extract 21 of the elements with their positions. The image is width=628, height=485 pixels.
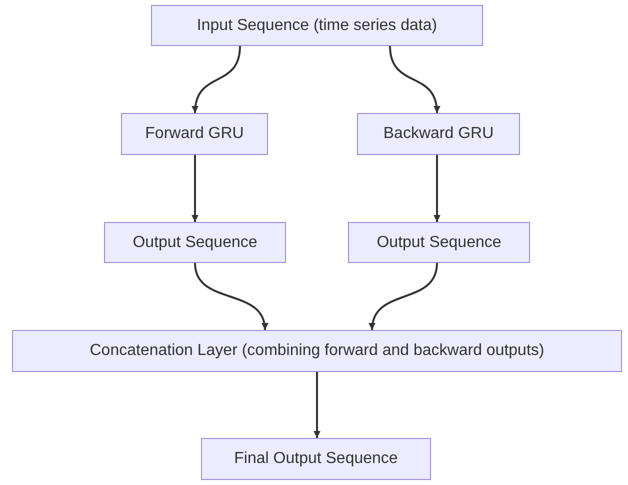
box-label: Forward GRU <box>145 125 244 143</box>
arrow <box>192 46 241 114</box>
arrow <box>434 155 440 222</box>
process-box <box>121 113 268 155</box>
process-box <box>201 438 431 480</box>
process-box <box>12 330 622 372</box>
box-label: Input Sequence (time series data) <box>196 16 438 34</box>
process-box <box>348 222 530 263</box>
box-label: Final Output Sequence <box>234 450 398 468</box>
box-label: Backward GRU <box>383 125 494 143</box>
box-label: Output Sequence <box>132 234 258 252</box>
arrow <box>194 262 268 330</box>
box-label: Output Sequence <box>376 234 502 252</box>
arrow <box>389 46 440 114</box>
arrow <box>369 262 438 330</box>
process-box <box>151 5 483 46</box>
process-box <box>357 113 520 155</box>
arrow <box>192 155 198 222</box>
arrow <box>314 372 320 438</box>
process-box <box>104 222 286 263</box>
box-label: Concatenation Layer (combining forward and backward outputs) <box>90 342 544 360</box>
